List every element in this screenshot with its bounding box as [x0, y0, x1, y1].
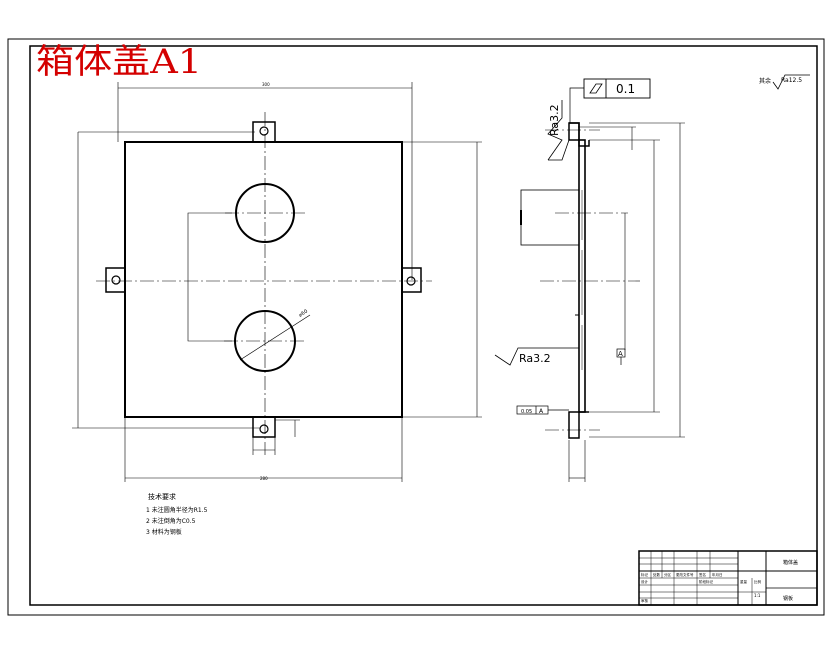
hole-diameter-text: ⌀60	[298, 309, 309, 319]
tech-requirement-3: 3 材料为钢板	[146, 528, 182, 536]
tb-stage: 阶段标记	[699, 579, 713, 584]
tb-label-mark: 标记	[641, 572, 649, 577]
upper-hole-hidden	[520, 189, 580, 246]
side-view: 0.1 Ra3.2 Ra3.2 A 0.05 A	[494, 78, 685, 482]
roughness-face-text: Ra3.2	[519, 352, 551, 365]
dim-bottom-text: 280	[260, 476, 268, 481]
bottom-flange	[568, 411, 580, 439]
flatness-value: 0.1	[616, 82, 635, 96]
tb-label-change: 更改文件号	[676, 572, 694, 577]
roughness-face-mark: Ra3.2	[494, 347, 579, 366]
tb-label-count: 处数	[653, 572, 661, 577]
lug-left	[105, 267, 126, 293]
tb-label-zone: 分区	[664, 572, 672, 577]
roughness-top-text: Ra3.2	[548, 104, 561, 136]
tech-requirements-heading: 技术要求	[148, 492, 176, 501]
side-center-lines	[540, 129, 640, 431]
general-roughness-label: 其余	[759, 77, 771, 85]
tb-label-sign: 签名	[699, 572, 706, 577]
tb-scale-label: 比例	[754, 579, 762, 584]
hole-diameter-leader	[239, 314, 311, 361]
tech-requirements: 技术要求 1 未注圆角半径为R1.5 2 未注倒角为C0.5 3 材料为钢板	[146, 492, 208, 536]
tb-design: 设计	[641, 579, 649, 584]
title-block-text: 标记 处数 分区 更改文件号 签名 年月日 设计 审核 阶段标记 重量 比例 1…	[641, 559, 798, 603]
hole-spacing-dimension	[187, 212, 232, 342]
lug-bottom	[252, 416, 276, 438]
tb-part-name: 箱体盖	[783, 559, 798, 566]
center-lines	[96, 112, 432, 455]
flatness-tolerance-frame: 0.1	[569, 78, 651, 123]
roughness-top-mark: Ra3.2	[547, 100, 570, 161]
general-roughness-note: 其余 Ra12.5	[759, 74, 810, 90]
tb-weight: 重量	[740, 579, 748, 584]
outer-border	[7, 38, 825, 616]
parallelism-frame: 0.05 A	[516, 405, 569, 415]
front-dimensions	[72, 82, 482, 482]
roughness-symbol-icon	[772, 74, 810, 90]
dim-top-text: 300	[262, 82, 270, 87]
flatness-icon	[589, 83, 603, 94]
title-block	[638, 550, 818, 606]
lug-top	[252, 121, 276, 143]
tech-requirement-1: 1 未注圆角半径为R1.5	[146, 506, 208, 514]
parallelism-datum: A	[539, 408, 544, 415]
datum-a-text: A	[618, 350, 623, 358]
front-view: ⌀60	[72, 82, 482, 482]
tb-scale: 1:1	[754, 593, 761, 598]
side-dimensions	[568, 122, 685, 482]
lug-right	[401, 267, 422, 293]
datum-a: A	[616, 348, 626, 365]
tb-label-date: 年月日	[712, 572, 723, 577]
drawing-title: 箱体盖A1	[36, 42, 202, 82]
tb-material: 钢板	[783, 595, 793, 602]
general-roughness-value: Ra12.5	[781, 77, 802, 84]
tb-check: 审核	[641, 598, 649, 603]
inner-frame	[29, 45, 818, 606]
parallelism-value: 0.05	[521, 409, 532, 415]
tech-requirement-2: 2 未注倒角为C0.5	[146, 517, 196, 525]
